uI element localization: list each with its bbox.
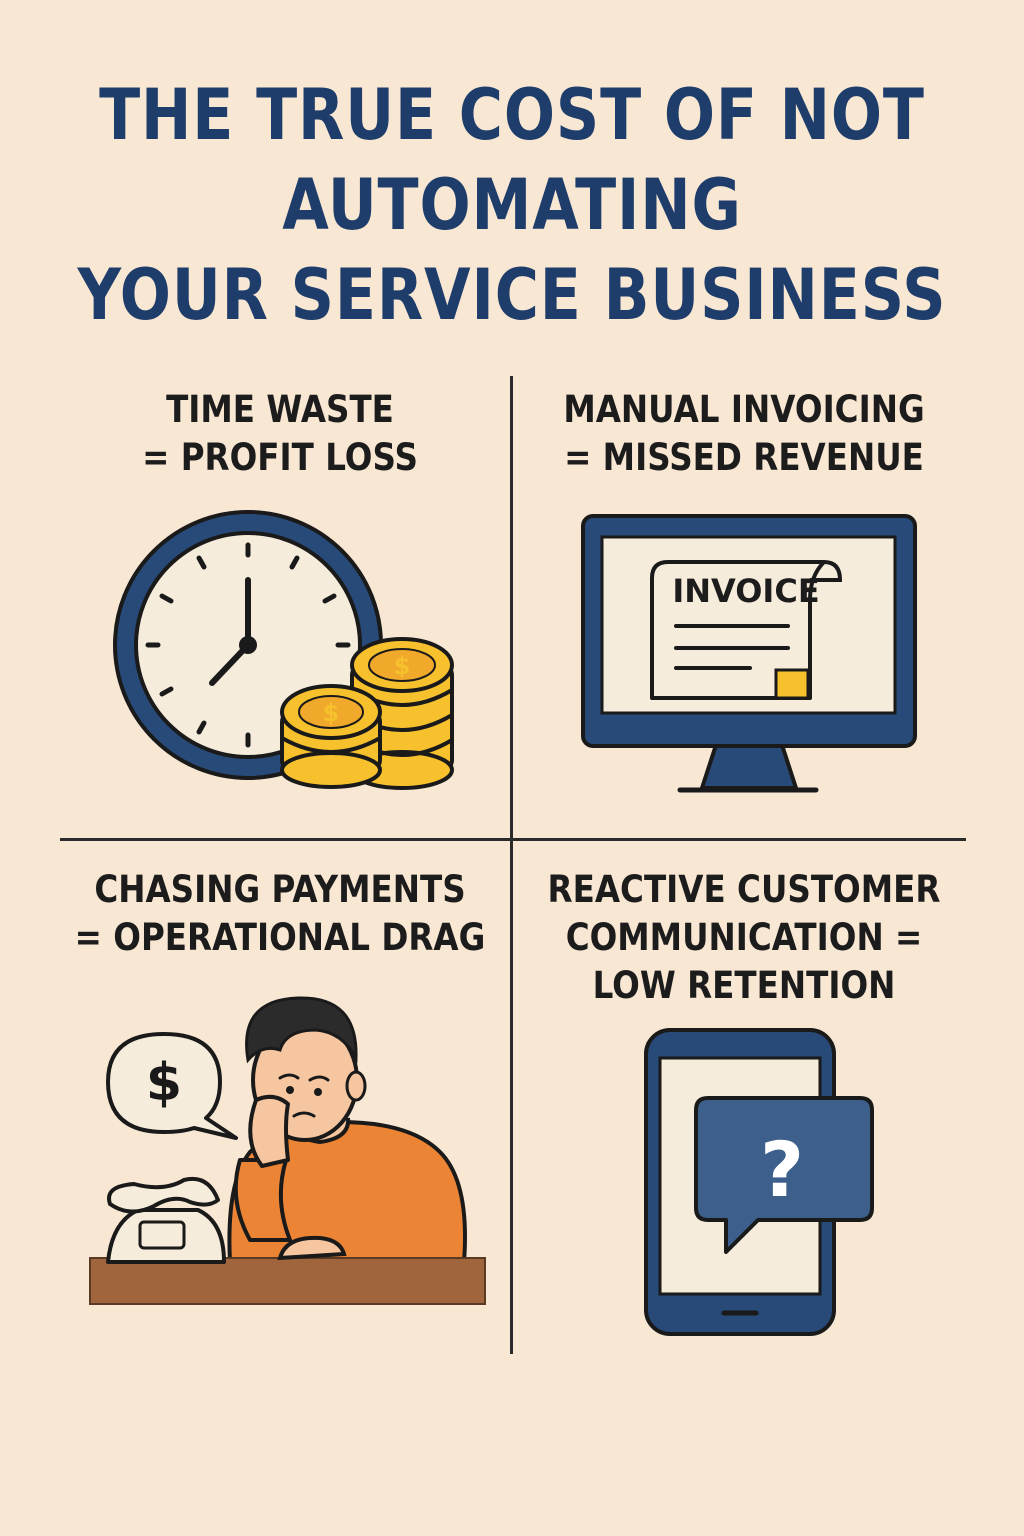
reactive-communication-caption: REACTIVE CUSTOMER COMMUNICATION = LOW RE… (524, 866, 964, 1010)
manual-invoicing-line-1: MANUAL INVOICING (563, 388, 925, 431)
svg-text:$: $ (323, 699, 340, 727)
coin-stack-icon: $ $ (280, 637, 454, 790)
manual-invoicing-caption: MANUAL INVOICING = MISSED REVENUE (524, 386, 964, 482)
chasing-payments-caption: CHASING PAYMENTS = OPERATIONAL DRAG (60, 866, 500, 962)
title-line-3: YOUR SERVICE BUSINESS (77, 254, 947, 336)
bubble-question-mark: ? (760, 1125, 804, 1214)
horizontal-divider (60, 838, 966, 841)
question-speech-bubble-icon: ? (694, 1096, 874, 1254)
manual-invoicing-line-2: = MISSED REVENUE (564, 436, 924, 479)
reactive-communication-line-2: COMMUNICATION = (565, 916, 923, 959)
dollar-speech-bubble-icon: $ (106, 1032, 238, 1140)
title-line-1: THE TRUE COST OF NOT (99, 74, 925, 156)
invoice-document-icon: INVOICE (650, 560, 843, 700)
vertical-divider (510, 376, 513, 1354)
clock-and-coins-icon: $ $ (113, 510, 454, 790)
title-line-2: AUTOMATING (282, 164, 742, 246)
stressed-person-phone-icon: $ (89, 996, 486, 1305)
time-waste-line-1: TIME WASTE (166, 388, 394, 431)
chasing-payments-line-2: = OPERATIONAL DRAG (74, 916, 486, 959)
chasing-payments-line-1: CHASING PAYMENTS (94, 868, 466, 911)
reactive-communication-line-1: REACTIVE CUSTOMER (547, 868, 941, 911)
time-waste-line-2: = PROFIT LOSS (142, 436, 418, 479)
time-waste-caption: TIME WASTE = PROFIT LOSS (60, 386, 500, 482)
svg-text:$: $ (394, 652, 411, 680)
phone-question-icon: ? (644, 1028, 874, 1336)
reactive-communication-line-3: LOW RETENTION (592, 964, 896, 1007)
page-title: THE TRUE COST OF NOT AUTOMATING YOUR SER… (72, 70, 953, 340)
monitor-invoice-icon: INVOICE (581, 514, 917, 793)
telephone-icon (106, 1177, 226, 1264)
bubble-dollar-sign: $ (146, 1053, 182, 1113)
invoice-label: INVOICE (672, 572, 819, 610)
